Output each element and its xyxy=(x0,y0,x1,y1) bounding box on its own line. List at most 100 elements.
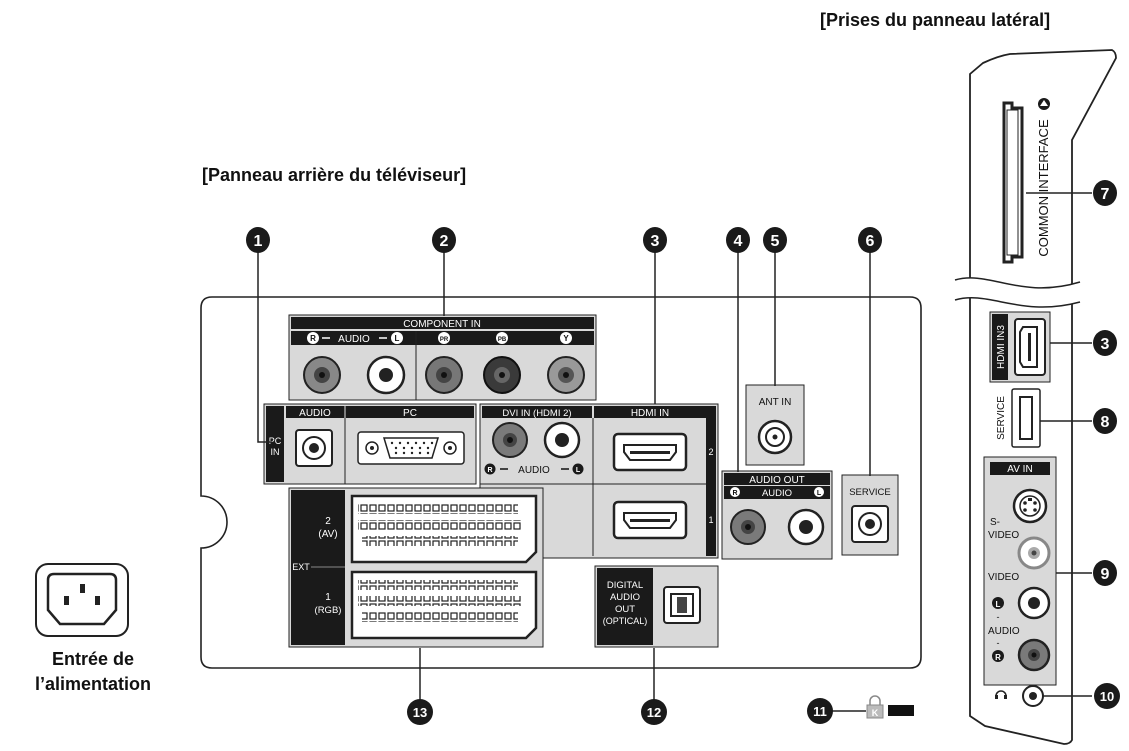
comp-audio-label: AUDIO xyxy=(338,334,370,345)
ant-in-jack[interactable] xyxy=(757,419,793,455)
digital-audio-group: DIGITAL AUDIO OUT (OPTICAL) xyxy=(594,565,719,648)
kensington-lock-icon[interactable]: K xyxy=(866,695,914,719)
audio-out-r-jack[interactable] xyxy=(730,509,766,545)
svg-text:9: 9 xyxy=(1101,566,1110,583)
dvi-audio-l-jack[interactable] xyxy=(543,421,581,459)
svg-text:4: 4 xyxy=(734,233,743,250)
comp-pr-label: PR xyxy=(440,337,449,343)
svg-text:5: 5 xyxy=(771,233,780,250)
rear-service-label: SERVICE xyxy=(849,487,891,498)
aout-r-letter: R xyxy=(732,490,737,497)
callout-9: 9 xyxy=(1093,560,1117,586)
hdmi-1-port[interactable] xyxy=(612,500,688,540)
side-audio-r-jack[interactable] xyxy=(1017,638,1051,672)
power-label-line2: l’alimentation xyxy=(34,674,151,694)
svg-text:11: 11 xyxy=(813,704,827,719)
svg-text:3: 3 xyxy=(651,233,660,250)
headphone-icon xyxy=(995,690,1007,699)
pc-vga-port[interactable] xyxy=(357,431,465,465)
callout-lines xyxy=(257,252,871,712)
component-in-group: COMPONENT IN R AUDIO L PR PB Y xyxy=(288,314,597,401)
callout-2: 2 xyxy=(432,227,456,253)
optical-port[interactable] xyxy=(663,586,701,624)
callout-1: 1 xyxy=(246,227,270,253)
pc-in-label-1: PC xyxy=(269,436,282,446)
video-label: VIDEO xyxy=(988,572,1019,583)
side-callout-lines xyxy=(1026,192,1092,697)
pc-in-label-2: IN xyxy=(271,447,280,457)
dvi-audio-r-jack[interactable] xyxy=(492,422,528,458)
pc-audio-jack[interactable] xyxy=(295,429,333,467)
comp-y-jack[interactable] xyxy=(547,356,585,394)
side-service-port[interactable] xyxy=(1011,388,1041,448)
s-video-jack[interactable] xyxy=(1012,488,1048,524)
common-interface-arrow-icon xyxy=(1038,98,1050,110)
ext2-label-2: (AV) xyxy=(318,529,337,540)
callout-5: 5 xyxy=(763,227,787,253)
video-jack[interactable] xyxy=(1017,536,1051,570)
dvi-in-label: DVI IN (HDMI 2) xyxy=(502,408,571,419)
rear-panel-title: [Panneau arrière du téléviseur] xyxy=(202,165,467,185)
digital-label-4: (OPTICAL) xyxy=(603,616,648,626)
audio-out-group: AUDIO OUT R AUDIO L xyxy=(721,470,833,560)
svg-text:7: 7 xyxy=(1101,186,1110,203)
ant-in-group: ANT IN xyxy=(745,384,805,466)
digital-label-3: OUT xyxy=(615,604,635,615)
svg-text:6: 6 xyxy=(866,233,875,250)
scart-2-port[interactable] xyxy=(350,494,538,564)
power-label-line1: Entrée de xyxy=(51,649,135,669)
svg-text:12: 12 xyxy=(647,705,661,720)
rear-service-group: SERVICE xyxy=(841,474,899,556)
callout-3: 3 xyxy=(643,227,667,253)
svg-text:13: 13 xyxy=(413,705,427,720)
svg-text:1: 1 xyxy=(254,233,263,250)
comp-pr-jack[interactable] xyxy=(425,356,463,394)
side-hdmi-port[interactable] xyxy=(1014,318,1046,376)
rear-service-port[interactable] xyxy=(851,505,889,543)
comp-audio-l-jack[interactable] xyxy=(366,355,406,395)
common-interface-label: COMMON INTERFACE xyxy=(1036,119,1051,257)
pc-audio-label: AUDIO xyxy=(299,408,331,419)
side-audio-l-jack[interactable] xyxy=(1017,586,1051,620)
hdmi-1-label: 1 xyxy=(708,515,713,525)
comp-audio-r-jack[interactable] xyxy=(303,356,341,394)
callout-10: 10 xyxy=(1094,683,1120,709)
pc-in-group: PC IN AUDIO PC xyxy=(263,403,477,485)
av-in-label: AV IN xyxy=(1007,464,1032,475)
audio-out-l-jack[interactable] xyxy=(787,508,825,546)
callout-4: 4 xyxy=(726,227,750,253)
comp-y-label: Y xyxy=(563,334,569,343)
callout-11: 11 xyxy=(807,698,833,724)
scart-1-port[interactable] xyxy=(350,570,538,640)
hdmi-in-label: HDMI IN xyxy=(631,408,669,419)
ant-in-label: ANT IN xyxy=(759,397,792,408)
av-in-group: AV IN S- VIDEO VIDEO L - AUDIO - R xyxy=(983,456,1057,686)
comp-l-letter: L xyxy=(395,334,400,343)
svg-text:10: 10 xyxy=(1100,689,1114,704)
digital-label-2: AUDIO xyxy=(610,592,640,603)
side-hdmi-group: HDMI IN3 xyxy=(989,311,1051,383)
headphone-jack[interactable] xyxy=(1022,685,1044,707)
audio-out-label: AUDIO OUT xyxy=(749,475,805,486)
ext1-label-1: 1 xyxy=(325,592,331,603)
power-inlet[interactable] xyxy=(35,563,129,637)
side-audio-label: AUDIO xyxy=(988,626,1020,637)
callout-3-side: 3 xyxy=(1093,330,1117,356)
svg-text:3: 3 xyxy=(1101,336,1110,353)
common-interface-slot[interactable] xyxy=(1002,101,1024,264)
ext-group: EXT 2 (AV) 1 (RGB) xyxy=(288,487,544,648)
svg-text:2: 2 xyxy=(440,233,449,250)
comp-pb-jack[interactable] xyxy=(483,356,521,394)
ext1-label-2: (RGB) xyxy=(315,605,342,616)
side-r-letter: R xyxy=(995,653,1001,662)
dvi-r-letter: R xyxy=(487,467,492,474)
component-in-label: COMPONENT IN xyxy=(403,319,481,330)
callout-7: 7 xyxy=(1093,180,1117,206)
side-panel-title: [Prises du panneau latéral] xyxy=(820,10,1051,30)
side-audio-dash-2: - xyxy=(997,638,1000,648)
hdmi-2-port[interactable] xyxy=(612,432,688,472)
s-video-label-1: S- xyxy=(990,517,1000,528)
side-l-letter: L xyxy=(996,600,1001,609)
callout-8: 8 xyxy=(1093,408,1117,434)
callout-12: 12 xyxy=(641,699,667,725)
